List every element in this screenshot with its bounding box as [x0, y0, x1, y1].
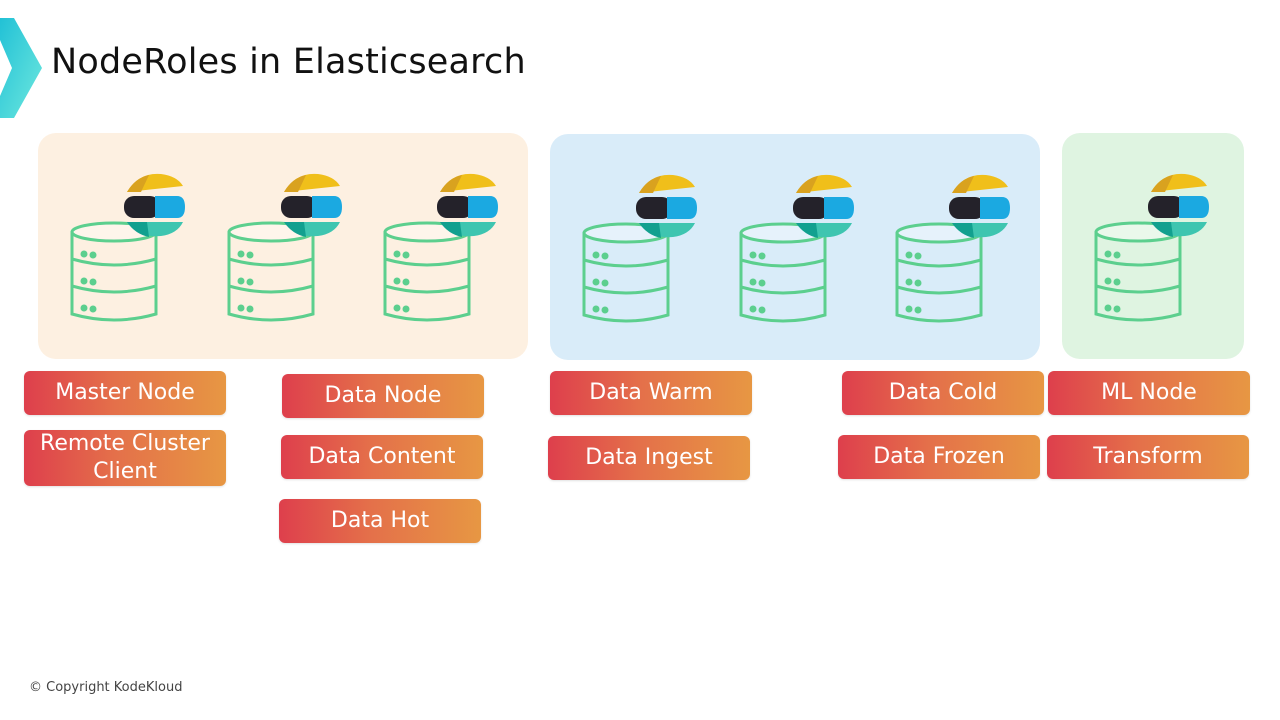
ml-roles-panel: [1062, 133, 1244, 359]
elasticsearch-node-icon: [1094, 172, 1211, 322]
kodekloud-chevron-icon: [0, 18, 42, 118]
role-master-node[interactable]: Master Node: [24, 371, 226, 415]
role-data-ingest[interactable]: Data Ingest: [548, 436, 750, 480]
role-transform[interactable]: Transform: [1047, 435, 1249, 479]
elasticsearch-node-icon: [70, 172, 187, 322]
elasticsearch-node-icon: [739, 173, 856, 323]
role-data-node[interactable]: Data Node: [282, 374, 484, 418]
role-remote-cluster-client[interactable]: Remote Cluster Client: [24, 430, 226, 486]
elasticsearch-node-icon: [582, 173, 699, 323]
role-ml-node[interactable]: ML Node: [1048, 371, 1250, 415]
role-data-hot[interactable]: Data Hot: [279, 499, 481, 543]
copyright-footer: © Copyright KodeKloud: [29, 680, 183, 695]
elasticsearch-node-icon: [227, 172, 344, 322]
elasticsearch-node-icon: [895, 173, 1012, 323]
role-data-content[interactable]: Data Content: [281, 435, 483, 479]
role-data-warm[interactable]: Data Warm: [550, 371, 752, 415]
page-title: NodeRoles in Elasticsearch: [51, 42, 526, 82]
elasticsearch-node-icon: [383, 172, 500, 322]
role-data-cold[interactable]: Data Cold: [842, 371, 1044, 415]
role-data-frozen[interactable]: Data Frozen: [838, 435, 1040, 479]
